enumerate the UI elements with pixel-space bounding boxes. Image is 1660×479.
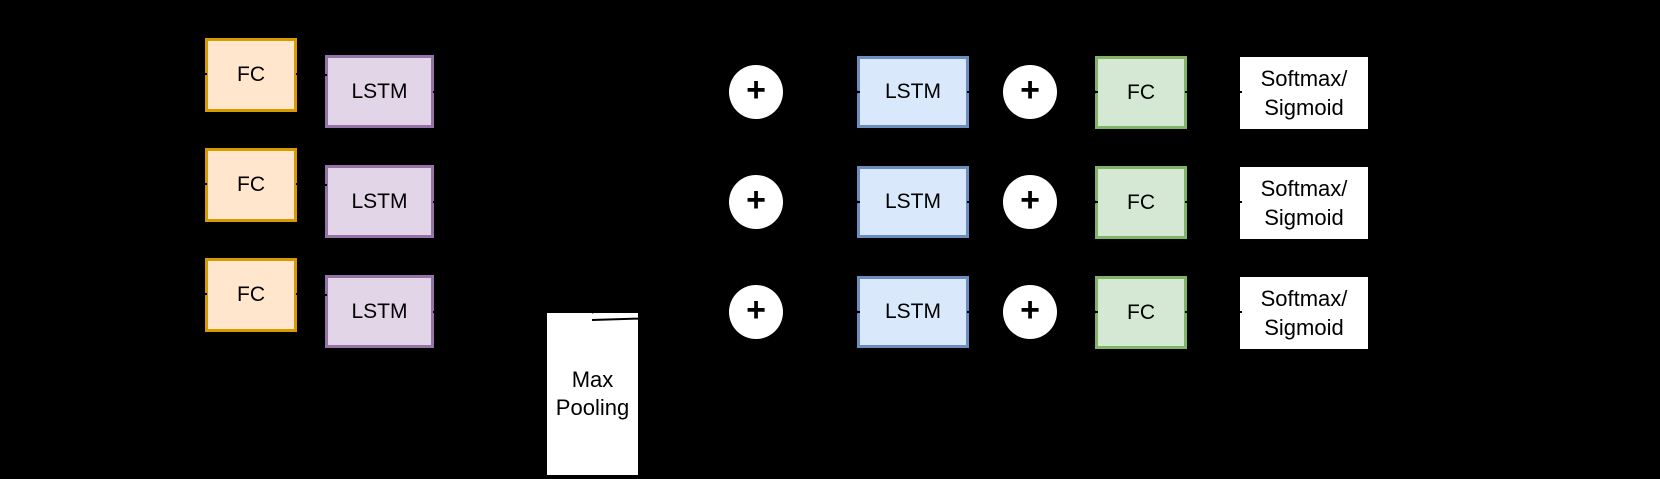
plus-icon: + bbox=[746, 71, 766, 109]
sum-node-1: + bbox=[729, 65, 783, 119]
pipeline-row-3: FC LSTM + LSTM + FC Softmax/ Sigmoid bbox=[0, 220, 1660, 360]
lstm-decoder-label: LSTM bbox=[884, 190, 941, 214]
fc-output-label: FC bbox=[1127, 190, 1155, 214]
max-pooling-label-line2: Pooling bbox=[555, 395, 630, 420]
lstm-encoder-label: LSTM bbox=[351, 79, 408, 103]
pipeline-row-1: FC LSTM + LSTM + FC Softmax/ Sigmoid bbox=[0, 0, 1660, 140]
plus-icon: + bbox=[1020, 71, 1040, 109]
lstm-encoder-label: LSTM bbox=[351, 189, 408, 213]
fc-input-label: FC bbox=[237, 173, 265, 197]
fc-output-box: FC bbox=[1095, 56, 1187, 129]
softmax-sigmoid-box: Softmax/ Sigmoid bbox=[1240, 167, 1368, 239]
sum-node-2: + bbox=[1003, 65, 1057, 119]
lstm-encoder-box: LSTM bbox=[325, 55, 434, 128]
plus-icon: + bbox=[1020, 181, 1040, 219]
plus-icon: + bbox=[1020, 291, 1040, 329]
max-pooling-label-line1: Max bbox=[571, 367, 614, 392]
sum-node-1: + bbox=[729, 285, 783, 339]
fc-input-box: FC bbox=[205, 258, 297, 332]
lstm-decoder-label: LSTM bbox=[884, 80, 941, 104]
max-pooling-box: Max Pooling bbox=[547, 313, 638, 475]
fc-input-box: FC bbox=[205, 38, 297, 112]
softmax-label-line2: Sigmoid bbox=[1264, 205, 1344, 230]
fc-input-label: FC bbox=[237, 283, 265, 307]
lstm-decoder-label: LSTM bbox=[884, 300, 941, 324]
softmax-sigmoid-box: Softmax/ Sigmoid bbox=[1240, 57, 1368, 129]
softmax-sigmoid-box: Softmax/ Sigmoid bbox=[1240, 277, 1368, 349]
plus-icon: + bbox=[746, 291, 766, 329]
lstm-decoder-box: LSTM bbox=[857, 276, 969, 348]
fc-output-box: FC bbox=[1095, 276, 1187, 349]
softmax-label-line1: Softmax/ bbox=[1260, 286, 1348, 311]
softmax-label-line1: Softmax/ bbox=[1260, 66, 1348, 91]
lstm-encoder-label: LSTM bbox=[351, 299, 408, 323]
fc-output-label: FC bbox=[1127, 300, 1155, 324]
softmax-label-line1: Softmax/ bbox=[1260, 176, 1348, 201]
fc-input-label: FC bbox=[237, 63, 265, 87]
softmax-label-line2: Sigmoid bbox=[1264, 95, 1344, 120]
fc-output-label: FC bbox=[1127, 80, 1155, 104]
softmax-label-line2: Sigmoid bbox=[1264, 315, 1344, 340]
fc-input-box: FC bbox=[205, 148, 297, 222]
plus-icon: + bbox=[746, 181, 766, 219]
lstm-encoder-box: LSTM bbox=[325, 275, 434, 348]
sum-node-2: + bbox=[1003, 285, 1057, 339]
